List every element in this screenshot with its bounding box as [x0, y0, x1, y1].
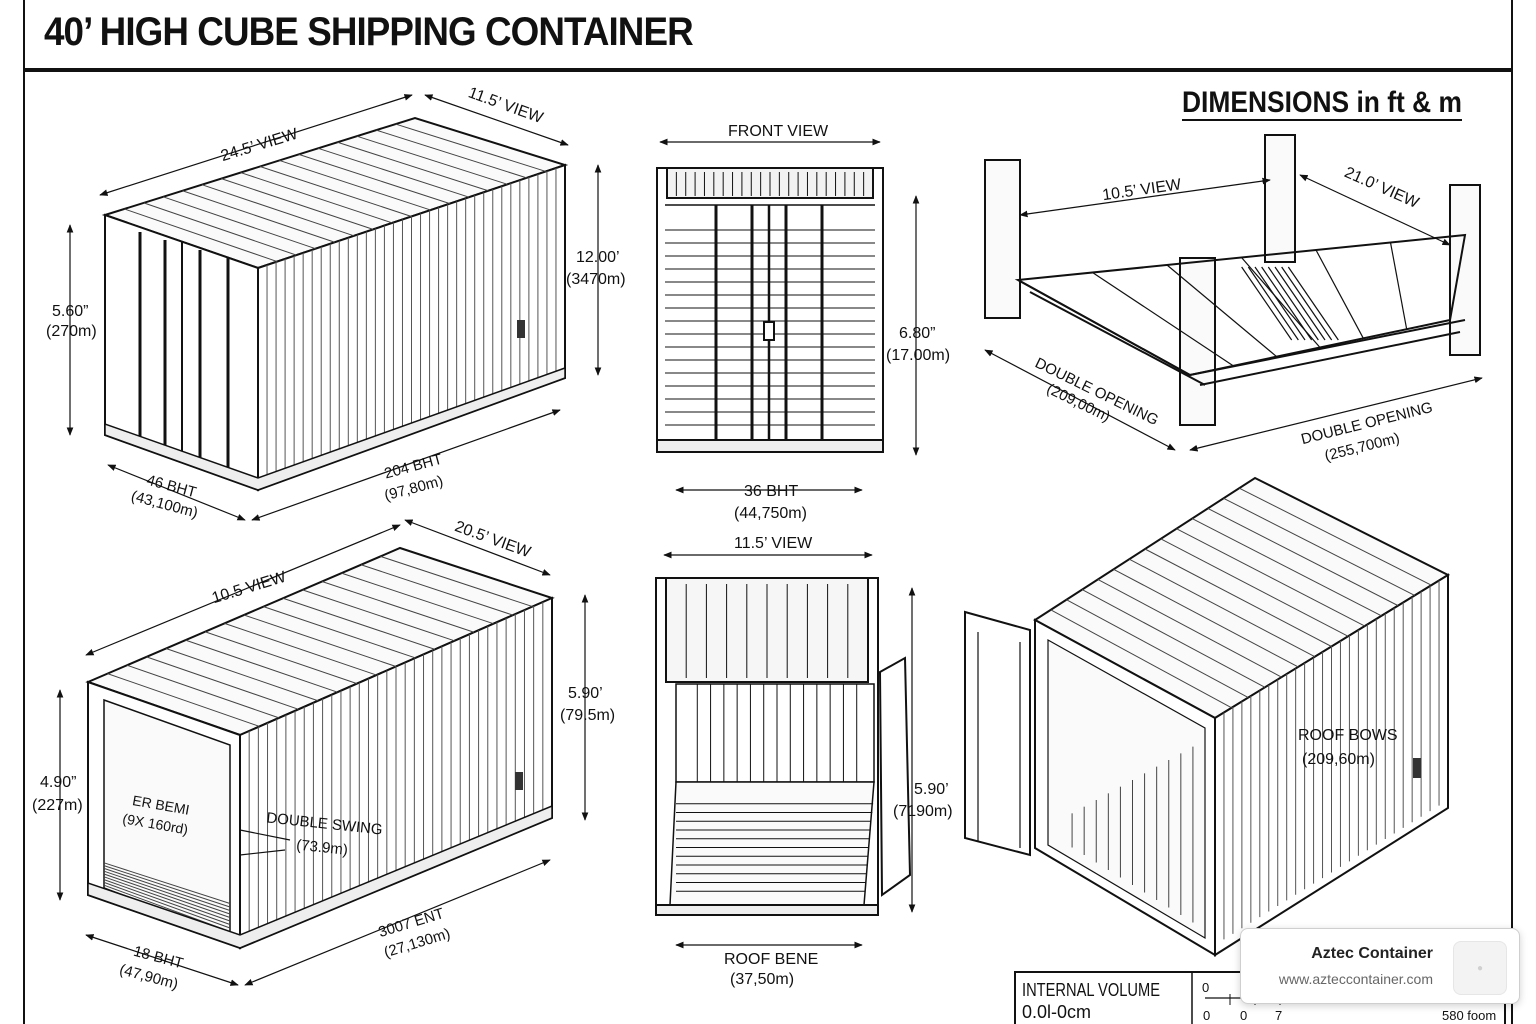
volume-tick-3: 7 — [1275, 1008, 1282, 1023]
volume-tick-2: 0 — [1240, 1008, 1247, 1023]
watermark-card[interactable]: Aztec Container www.azteccontainer.com ● — [1240, 928, 1520, 1004]
dim-iso-closed-top-right: 11.5’ VIEW — [466, 84, 546, 127]
watermark-url[interactable]: www.azteccontainer.com — [1278, 971, 1433, 987]
corrugation-line — [1247, 266, 1299, 341]
corrugation-line — [1129, 558, 1316, 658]
front-view-label: FRONT VIEW — [728, 123, 829, 140]
corrugation-line — [1315, 249, 1364, 339]
dim-frame-top-right: 21.0’ VIEW — [1342, 164, 1422, 212]
page-title: 40’ HIGH CUBE SHIPPING CONTAINER — [44, 10, 694, 54]
dim-iso-open-right-m: (79.5m) — [560, 707, 615, 724]
logo-icon: ● — [1453, 941, 1507, 995]
corrugation-line — [182, 190, 335, 243]
iso-closed-container — [101, 116, 569, 492]
dim-front-width-ft: 36 BHT — [744, 483, 798, 500]
corrugation-line — [1267, 266, 1319, 341]
corrugation-line — [103, 881, 231, 929]
dim-iso-open-top-right: 20.5’ VIEW — [452, 518, 533, 561]
corrugation-line — [1176, 528, 1366, 627]
corrugation-line — [1281, 266, 1333, 341]
corrugation-line — [126, 664, 280, 719]
corrugation-line — [1050, 609, 1232, 709]
dim-front-height-m: (17.00m) — [886, 347, 950, 364]
dim-roof-bows: ROOF BOWS — [1298, 727, 1398, 744]
watermark-company: Aztec Container — [1311, 945, 1433, 962]
corrugation-line — [107, 673, 260, 727]
corrugation-line — [1223, 497, 1415, 596]
corrugation-line — [1261, 266, 1313, 341]
corrugation-line — [1207, 507, 1399, 607]
corrugation-line — [103, 870, 231, 915]
dim-end-height-m: (7190m) — [893, 803, 953, 820]
dim-iso-closed-right-m: (3470m) — [566, 271, 626, 288]
volume-scale-end: 580 foom — [1442, 1008, 1496, 1023]
end-open-container — [655, 577, 912, 916]
dim-end-bottom: ROOF BENE — [724, 951, 818, 968]
dim-frame-top-left: 10.5’ VIEW — [1101, 176, 1183, 204]
corrugation-line — [103, 876, 231, 922]
volume-value: 0.0l-0cm — [1022, 1002, 1091, 1022]
dim-front-height-ft: 6.80” — [899, 325, 935, 342]
corrugation-line — [395, 123, 546, 172]
dim-iso-closed-height-ft: 5.60” — [52, 303, 88, 320]
corrugation-line — [1160, 538, 1349, 637]
dim-iso-closed-right-ft: 12.00’ — [576, 249, 620, 266]
corrugation-line — [1144, 548, 1332, 647]
corrugation-line — [165, 648, 319, 702]
volume-tick-1: 0 — [1203, 1008, 1210, 1023]
iso-door-container — [964, 476, 1451, 957]
dim-roof-bows-m: (209,60m) — [1302, 751, 1375, 768]
corrugation-line — [103, 865, 231, 908]
corrugation-line — [1066, 599, 1249, 699]
dim-end-bottom-m: (37,50m) — [730, 971, 794, 988]
corrugation-line — [1166, 264, 1278, 358]
corrugation-line — [1389, 242, 1408, 330]
corrugation-line — [103, 873, 231, 918]
corrugation-line — [1254, 266, 1306, 341]
corrugation-line — [1239, 487, 1432, 586]
corrugation-line — [1241, 266, 1293, 341]
corrugation-line — [1287, 266, 1339, 341]
corrugation-line — [1097, 578, 1282, 678]
corrugation-line — [103, 867, 231, 911]
subtitle: DIMENSIONS in ft & m — [1182, 86, 1462, 119]
dim-iso-open-swing-m: (73.9m) — [296, 837, 349, 859]
volume-scale-zero: 0 — [1202, 980, 1209, 995]
end-view-label: 11.5’ VIEW — [734, 535, 813, 552]
corrugation-line — [1191, 518, 1382, 617]
corrugation-line — [1092, 271, 1234, 367]
corrugation-line — [1113, 568, 1299, 668]
corrugation-line — [103, 862, 231, 904]
dim-iso-open-height-ft: 4.90” — [40, 774, 76, 791]
corrugation-line — [1274, 266, 1326, 341]
corrugation-line — [124, 208, 278, 263]
corrugation-line — [146, 656, 299, 710]
dim-front-width-m: (44,750m) — [734, 505, 807, 522]
dim-iso-open-height-m: (227m) — [32, 797, 83, 814]
corrugation-line — [103, 879, 231, 925]
corrugation-line — [1081, 589, 1266, 688]
dim-end-height-ft: 5.90’ — [914, 781, 949, 798]
corrugation-line — [143, 202, 297, 256]
front-view-container — [656, 167, 884, 453]
dim-iso-open-right-ft: 5.90’ — [568, 685, 603, 702]
volume-label: INTERNAL VOLUME — [1022, 980, 1160, 1000]
dim-iso-closed-height-m: (270m) — [46, 323, 97, 340]
corrugation-line — [162, 196, 316, 250]
